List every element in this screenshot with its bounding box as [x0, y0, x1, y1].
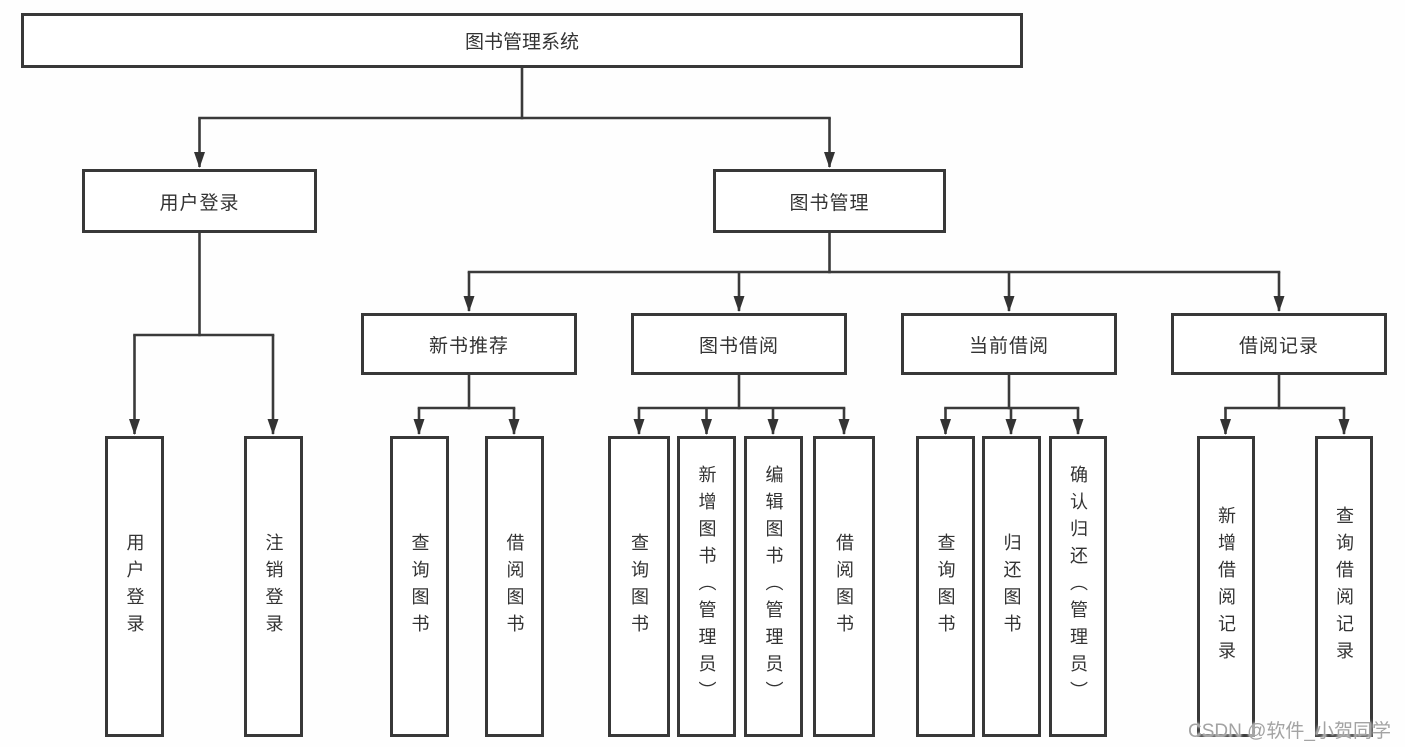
- node-root-library-system: 图书管理系统: [21, 13, 1023, 68]
- node-book-management-branch: 图书管理: [713, 169, 946, 233]
- node-borrow-records: 借阅记录: [1171, 313, 1387, 375]
- node-book-borrow: 图书借阅: [631, 313, 847, 375]
- leaf-query-borrow-record: 查询借阅记录: [1315, 436, 1373, 737]
- node-new-book-recommend: 新书推荐: [361, 313, 577, 375]
- leaf-return-book: 归还图书: [982, 436, 1041, 737]
- leaf-user-login: 用户登录: [105, 436, 164, 737]
- leaf-query-books-current: 查询图书: [916, 436, 975, 737]
- leaf-borrow-book: 借阅图书: [813, 436, 875, 737]
- leaf-borrow-books-recommend: 借阅图书: [485, 436, 544, 737]
- leaf-add-borrow-record: 新增借阅记录: [1197, 436, 1255, 737]
- node-current-borrow: 当前借阅: [901, 313, 1117, 375]
- node-user-login-branch: 用户登录: [82, 169, 317, 233]
- leaf-add-book-admin: 新增图书（管理员）: [677, 436, 736, 737]
- watermark: CSDN @软件_小贺同学: [1188, 721, 1391, 742]
- leaf-logout: 注销登录: [244, 436, 303, 737]
- leaf-query-books-recommend: 查询图书: [390, 436, 449, 737]
- leaf-edit-book-admin: 编辑图书（管理员）: [744, 436, 803, 737]
- leaf-confirm-return-admin: 确认归还（管理员）: [1049, 436, 1107, 737]
- leaf-query-books-borrow: 查询图书: [608, 436, 670, 737]
